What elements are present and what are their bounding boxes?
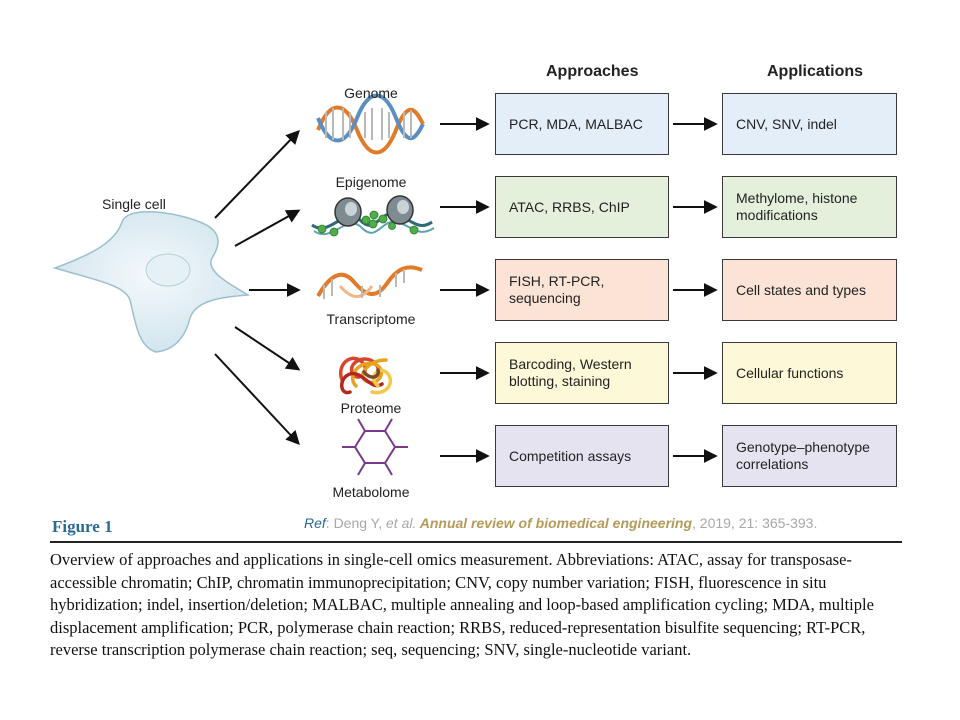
cell-nucleus-icon [145,253,191,287]
arrow-to-proteome [234,326,301,371]
ref-authors: : Deng Y, [325,515,386,531]
ref-label: Ref [304,515,326,531]
rna-icon [316,265,423,299]
metabolite-icon [342,418,408,476]
ref-tail: , 2019, 21: 365-393. [692,515,818,531]
application-box-genome: CNV, SNV, indel [722,93,897,155]
approaches-header: Approaches [546,63,639,80]
protein-icon [338,356,393,395]
omics-label-transcriptome: Transcriptome [326,311,416,327]
approach-box-proteome: Barcoding, Western blotting, staining [495,342,669,404]
omics-label-epigenome: Epigenome [335,174,407,190]
approach-box-metabolome: Competition assays [495,425,669,487]
dna-icon [316,93,425,155]
cell-icon [52,211,251,353]
application-box-epigenome: Methylome, histone modifications [722,176,897,238]
omics-label-genome: Genome [344,85,398,101]
single-cell-label: Single cell [102,196,166,212]
figure-title: Figure 1 [52,517,113,536]
application-box-metabolome: Genotype–phenotype correlations [722,425,897,487]
arrow-to-genome [214,129,300,219]
approach-box-genome: PCR, MDA, MALBAC [495,93,669,155]
approach-box-epigenome: ATAC, RRBS, ChIP [495,176,669,238]
omics-label-proteome: Proteome [340,400,402,416]
application-box-proteome: Cellular functions [722,342,897,404]
reference-line: Ref: Deng Y, et al. Annual review of bio… [304,515,817,531]
arrow-to-metabolome [214,353,300,446]
ref-etal: et al. [386,515,417,531]
diagram-graphics [52,93,718,476]
omics-diagram: Approaches Applications Single cell [52,63,897,500]
omics-label-metabolome: Metabolome [332,484,410,500]
ref-journal: Annual review of biomedical engineering [416,515,693,531]
approach-box-transcriptome: FISH, RT-PCR, sequencing [495,259,669,321]
arrow-to-epigenome [234,209,301,247]
applications-header: Applications [767,63,864,80]
nucleosome-icon [311,195,435,237]
figure-caption: Overview of approaches and applications … [50,550,874,659]
caption-divider [50,541,902,543]
application-box-transcriptome: Cell states and types [722,259,897,321]
